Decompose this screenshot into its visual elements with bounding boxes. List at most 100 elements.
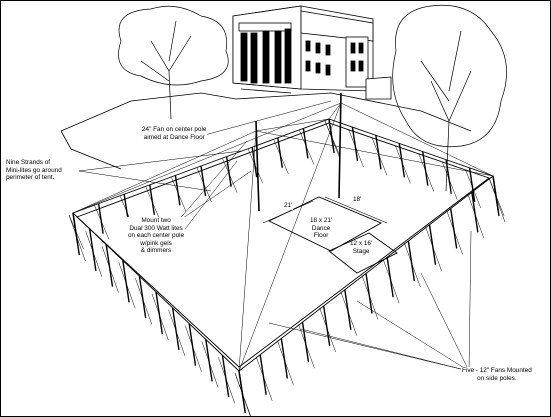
side-pole-back-left: [72, 212, 79, 244]
side-pole-back-left: [302, 128, 309, 159]
side-pole-back-left-guy: [94, 205, 110, 240]
side-pole-front-right-guy: [446, 210, 463, 255]
roof-line: [72, 130, 257, 214]
side-pole-back-right: [422, 151, 429, 186]
side-pole-front-right-guy: [467, 194, 485, 239]
lawn-outline: [60, 92, 472, 132]
leader-line: [175, 140, 248, 224]
side-pole-front-left: [205, 339, 213, 382]
label-stage: 12 x 16'Stage: [350, 240, 373, 255]
side-pole-back-left: [97, 203, 104, 234]
side-pole-back-left-guy: [196, 167, 212, 203]
center-pole-1: [255, 120, 260, 212]
side-pole-front-right: [365, 273, 373, 314]
side-pole-back-left-guy: [247, 149, 263, 184]
side-pole-front-right-guy: [298, 324, 315, 369]
side-pole-back-left-guy: [222, 158, 238, 193]
tree-left: [118, 5, 229, 120]
side-pole-front-right-guy: [319, 307, 336, 353]
side-pole-back-right: [492, 175, 499, 211]
label-dimension-18: 18': [352, 196, 363, 204]
leader-line: [175, 160, 238, 242]
side-pole-front-left: [171, 307, 180, 350]
side-pole-front-right-guy: [234, 372, 251, 416]
side-pole-back-right-guy: [441, 161, 458, 200]
side-pole-front-right: [344, 289, 352, 330]
dance-floor: [267, 196, 383, 252]
leader-line: [300, 328, 470, 372]
tree-right: [392, 4, 507, 192]
roof-line: [238, 102, 342, 372]
side-pole-front-right: [301, 322, 310, 363]
side-pole-back-left-guy: [273, 139, 289, 174]
side-pole-back-right-guy: [395, 145, 411, 184]
side-pole-front-right: [428, 224, 437, 265]
roof-line: [238, 130, 257, 372]
side-pole-front-right-guy: [255, 356, 273, 401]
roof-line: [255, 130, 494, 177]
side-pole-front-left-guy: [218, 357, 235, 404]
side-pole-front-left: [105, 244, 114, 287]
center-pole-2: [338, 92, 342, 199]
side-pole-back-right-guy: [488, 177, 505, 217]
side-pole-back-left: [149, 184, 155, 215]
stage: [328, 232, 398, 274]
side-pole-back-left: [251, 147, 258, 178]
side-pole-back-right: [398, 143, 406, 178]
side-pole-back-right-guy: [465, 169, 481, 208]
side-pole-back-right-guy: [324, 120, 341, 160]
label-dimension-21: 21': [283, 202, 294, 210]
leader-line: [468, 230, 472, 372]
side-pole-front-right: [471, 192, 479, 233]
leader-line: [200, 100, 332, 137]
side-pole-front-left-guy: [101, 246, 119, 293]
side-pole-back-left-guy: [171, 177, 187, 212]
leader-line: [420, 272, 470, 372]
side-pole-back-right-guy: [348, 129, 364, 168]
side-pole-front-left-guy: [85, 230, 103, 277]
side-pole-back-left-guy: [145, 186, 161, 221]
side-pole-front-right: [407, 240, 416, 282]
side-pole-front-left-guy: [118, 262, 136, 309]
side-pole-back-left: [174, 175, 181, 206]
side-pole-back-left-guy: [299, 130, 315, 165]
roof-line: [328, 102, 342, 120]
side-pole-front-right: [280, 338, 289, 379]
side-pole-front-left-guy: [151, 293, 169, 341]
side-pole-front-left: [188, 323, 197, 366]
side-pole-front-right: [322, 305, 331, 347]
leader-line: [356, 300, 470, 372]
side-pole-front-right: [386, 257, 394, 298]
lawn-outline-left: [60, 130, 122, 170]
dimension-18: [324, 196, 388, 224]
side-pole-back-left: [200, 165, 207, 197]
side-pole-front-right-guy: [382, 259, 400, 304]
side-pole-front-left: [122, 260, 130, 303]
roof-line: [340, 102, 494, 177]
side-pole-front-right-guy: [340, 291, 358, 336]
side-pole-front-right: [238, 370, 246, 412]
side-pole-back-right-guy: [371, 137, 388, 176]
side-pole-front-left-guy: [168, 309, 186, 356]
roof-line: [255, 118, 330, 132]
house: [232, 5, 392, 100]
side-pole-front-left: [155, 291, 163, 335]
side-pole-front-left-guy: [201, 341, 219, 388]
leader-line: [78, 170, 212, 192]
side-pole-front-right: [449, 208, 458, 249]
side-pole-back-left: [277, 137, 283, 168]
leader-line: [175, 170, 252, 224]
dimension-21: [262, 200, 314, 224]
side-pole-back-right: [351, 127, 359, 162]
side-pole-front-left: [138, 276, 147, 319]
side-pole-front-left: [221, 355, 230, 398]
side-pole-front-left: [88, 228, 97, 271]
roof-line: [72, 102, 342, 214]
side-pole-back-right: [375, 135, 382, 170]
